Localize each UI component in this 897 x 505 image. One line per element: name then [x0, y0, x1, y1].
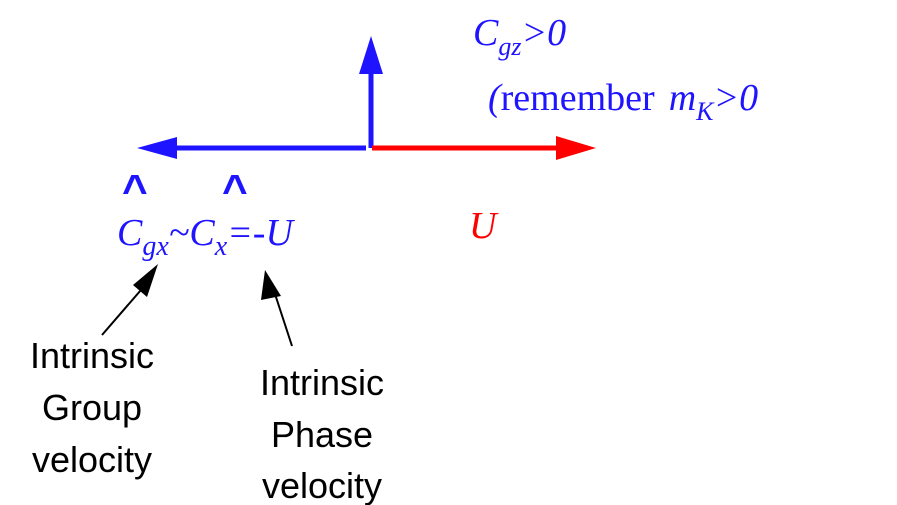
cgz-label: Cgz>0 — [473, 12, 566, 61]
svg-text:velocity: velocity — [32, 439, 152, 480]
group-velocity-pointer — [101, 264, 158, 336]
phase-velocity-caption: Intrinsic Phase velocity — [260, 362, 384, 505]
u-label: U — [469, 205, 499, 247]
hat-marker-right: ^ — [222, 166, 248, 215]
horizontal-blue-arrow — [137, 137, 366, 159]
vertical-blue-arrow — [359, 36, 383, 148]
svg-text:Phase: Phase — [271, 414, 373, 455]
svg-text:Intrinsic: Intrinsic — [260, 362, 384, 403]
cgx-equation: Cgx~Cx=-U — [117, 212, 295, 262]
hat-marker-left: ^ — [122, 166, 148, 215]
svg-text:velocity: velocity — [262, 465, 382, 505]
phase-velocity-pointer — [261, 270, 293, 347]
svg-text:Group: Group — [42, 387, 142, 428]
group-velocity-caption: Intrinsic Group velocity — [30, 335, 154, 480]
horizontal-red-arrow — [372, 136, 596, 160]
svg-text:Intrinsic: Intrinsic — [30, 335, 154, 376]
